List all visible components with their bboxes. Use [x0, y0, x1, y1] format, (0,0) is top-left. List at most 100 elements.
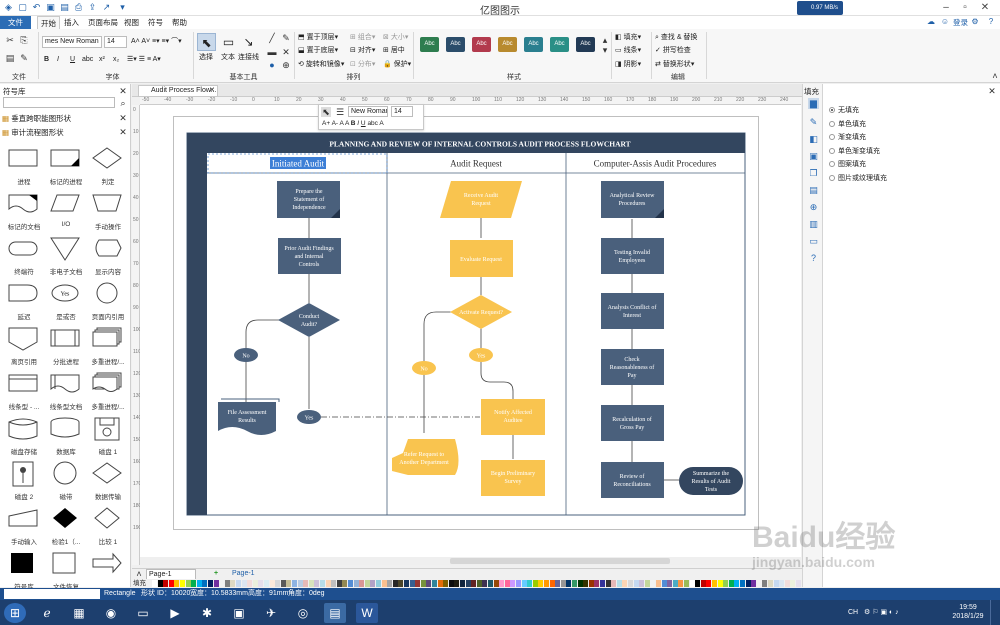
- palette-swatch[interactable]: [224, 580, 230, 587]
- connector-tool-label[interactable]: 连接线: [238, 54, 259, 61]
- fill-option[interactable]: 单色渐变填充: [829, 147, 880, 156]
- palette-swatch[interactable]: [342, 580, 348, 587]
- text-tool-label[interactable]: 文本: [221, 54, 235, 61]
- palette-swatch[interactable]: [762, 580, 768, 587]
- node-recalculation[interactable]: [601, 405, 664, 441]
- layer-panel-icon[interactable]: ❐: [809, 168, 818, 178]
- palette-swatch[interactable]: [555, 580, 561, 587]
- node-review-reconciliations[interactable]: [601, 462, 664, 498]
- palette-swatch[interactable]: [544, 580, 549, 587]
- lane-header-initiated-audit[interactable]: Initiated Audit: [272, 159, 325, 169]
- palette-swatch[interactable]: [471, 580, 477, 587]
- palette-swatch[interactable]: [734, 580, 740, 587]
- export-icon[interactable]: ⇪: [88, 2, 97, 12]
- palette-swatch[interactable]: [661, 580, 667, 587]
- palette-swatch[interactable]: [510, 580, 516, 587]
- palette-swatch[interactable]: [605, 580, 611, 587]
- palette-swatch[interactable]: [790, 580, 796, 587]
- palette-swatch[interactable]: [331, 580, 337, 587]
- library-shape-item[interactable]: 磁盘 2: [3, 459, 45, 504]
- palette-swatch[interactable]: [191, 580, 197, 587]
- palette-swatch[interactable]: [320, 580, 325, 587]
- palette-swatch[interactable]: [588, 580, 594, 587]
- node-no-lane1[interactable]: [234, 348, 258, 362]
- palette-swatch[interactable]: [577, 580, 583, 587]
- radio-icon[interactable]: [829, 161, 835, 167]
- radio-icon[interactable]: [829, 174, 835, 181]
- new-icon[interactable]: ▢: [18, 2, 27, 12]
- menu-view[interactable]: 视图: [124, 18, 139, 27]
- node-notify-auditee[interactable]: [481, 399, 545, 435]
- node-prepare-statement[interactable]: [277, 181, 340, 218]
- print-icon[interactable]: ⎙: [74, 2, 83, 12]
- format-painter-icon[interactable]: ✎: [20, 53, 28, 63]
- palette-swatch[interactable]: [348, 580, 353, 587]
- palette-swatch[interactable]: [236, 580, 241, 587]
- pen-icon[interactable]: ✎: [282, 33, 290, 43]
- library-shape-item[interactable]: 进程: [3, 144, 45, 189]
- palette-swatch[interactable]: [398, 580, 404, 587]
- style-swatch[interactable]: Abc: [420, 37, 439, 52]
- style-swatch[interactable]: Abc: [524, 37, 543, 52]
- library-shape-item[interactable]: 数据库: [45, 414, 87, 459]
- grow-font-button[interactable]: A˄ A˅ ≡▾ ≡▾ ⌒▾: [131, 38, 182, 45]
- node-receive-request[interactable]: [440, 181, 522, 218]
- maximize-button[interactable]: ▫: [963, 2, 967, 13]
- strikethrough-button[interactable]: abc: [82, 56, 94, 63]
- style-swatch[interactable]: Abc: [472, 37, 491, 52]
- cloud-icon[interactable]: ☁: [927, 17, 935, 26]
- paragraph-icon[interactable]: ☰: [335, 107, 345, 117]
- library-search-input[interactable]: [3, 97, 115, 108]
- center-button[interactable]: ⊞ 居中: [383, 47, 405, 54]
- palette-swatch[interactable]: [303, 580, 309, 587]
- palette-swatch[interactable]: [264, 580, 269, 587]
- palette-swatch[interactable]: [168, 580, 174, 587]
- page-nav-icon[interactable]: ˄: [136, 569, 142, 579]
- palette-swatch[interactable]: [465, 580, 471, 587]
- radio-icon[interactable]: [829, 107, 835, 113]
- palette-swatch[interactable]: [516, 580, 521, 587]
- explorer-taskbar-icon[interactable]: ▦: [73, 606, 85, 620]
- palette-swatch[interactable]: [314, 580, 320, 587]
- node-analysis-conflict[interactable]: [601, 293, 664, 329]
- fill-option[interactable]: 无填充: [829, 106, 859, 115]
- undo-icon[interactable]: ↶: [32, 2, 41, 12]
- palette-swatch[interactable]: [684, 580, 689, 587]
- spell-check-button[interactable]: ✓ 拼写检查: [655, 47, 691, 54]
- library-shape-item[interactable]: 多重进程/...: [87, 324, 129, 369]
- palette-swatch[interactable]: [381, 580, 387, 587]
- palette-swatch[interactable]: [292, 580, 297, 587]
- library-shape-item[interactable]: 终端符: [3, 234, 45, 279]
- close-library-icon[interactable]: ✕: [119, 86, 127, 96]
- select-icon[interactable]: ⬉: [321, 107, 331, 117]
- palette-swatch[interactable]: [717, 580, 723, 587]
- palette-swatch[interactable]: [728, 580, 734, 587]
- superscript-button[interactable]: x²: [99, 56, 105, 63]
- palette-swatch[interactable]: [560, 580, 566, 587]
- node-testing-invalid-employees[interactable]: [601, 238, 664, 274]
- palette-swatch[interactable]: [633, 580, 639, 587]
- protect-button[interactable]: 🔒 保护▾: [383, 61, 412, 68]
- close-section-icon[interactable]: ✕: [119, 127, 127, 137]
- library-shape-item[interactable]: 多重进程/...: [87, 369, 129, 414]
- library-shape-item[interactable]: 文件恢复: [45, 549, 87, 594]
- text-tool-icon[interactable]: ▭: [222, 35, 235, 49]
- menu-insert[interactable]: 插入: [64, 18, 79, 27]
- library-section-cross-functional[interactable]: ▦ 垂直跨职能图形状: [2, 114, 72, 123]
- palette-swatch[interactable]: [745, 580, 751, 587]
- font-name-combo[interactable]: mes New Roman: [42, 36, 102, 48]
- palette-swatch[interactable]: [700, 580, 706, 587]
- palette-swatch[interactable]: [353, 580, 359, 587]
- palette-swatch[interactable]: [202, 580, 208, 587]
- drawing-page[interactable]: PLANNING AND REVIEW OF INTERNAL CONTROLS…: [173, 116, 759, 530]
- node-conduct-audit-decision[interactable]: [278, 303, 340, 337]
- show-desktop-button[interactable]: [990, 600, 1000, 625]
- language-indicator[interactable]: CH: [848, 609, 859, 616]
- tool-taskbar-icon[interactable]: ✱: [201, 606, 213, 620]
- library-section-audit-flow[interactable]: ▦ 审计流程图形状: [2, 128, 64, 137]
- palette-swatch[interactable]: [572, 580, 577, 587]
- palette-swatch[interactable]: [286, 580, 292, 587]
- user-icon[interactable]: ☺: [940, 17, 950, 26]
- library-shape-item[interactable]: 分批进程: [45, 324, 87, 369]
